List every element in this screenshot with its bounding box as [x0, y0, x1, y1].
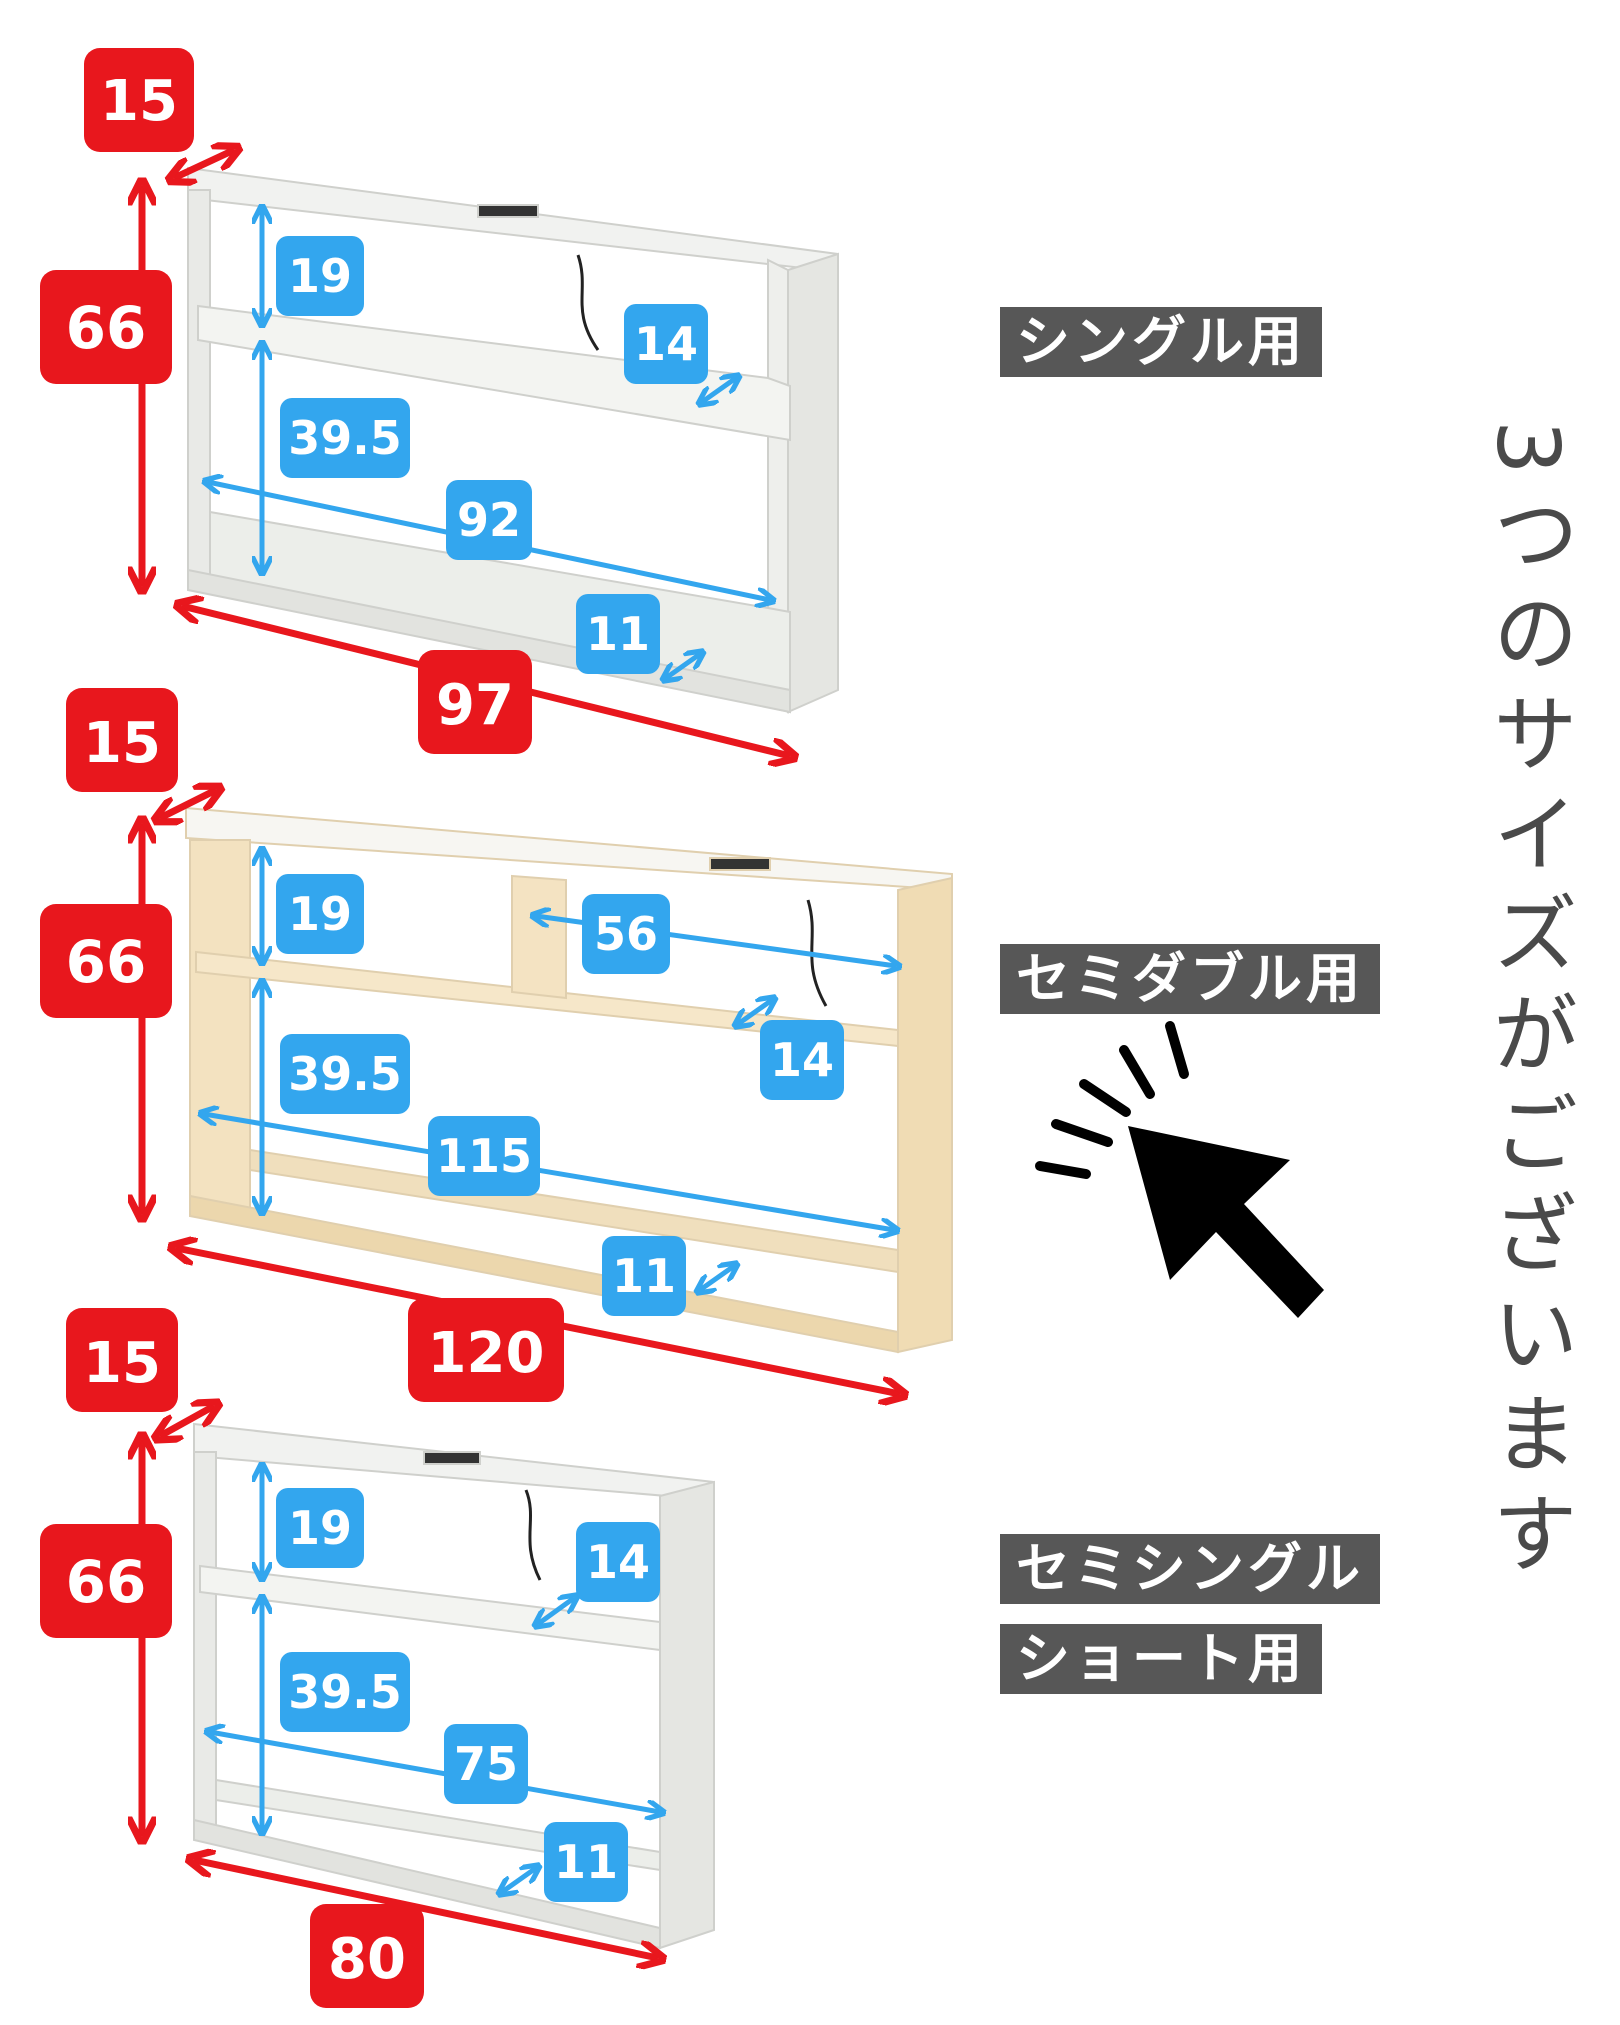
shelf-semi-single-short-frame	[193, 1422, 715, 1950]
shelf-semi-double-base-depth-arrow	[700, 1266, 734, 1290]
size-label-single: シングル用	[1000, 307, 1322, 377]
size-label-semi-double: セミダブル用	[1000, 944, 1380, 1014]
shelf-single: 15 66 97 19 14 39.5 92 11	[40, 48, 839, 756]
shelf-semi-double-height-value: 66	[66, 928, 147, 996]
shelf-single-depth-arrow	[174, 150, 234, 178]
shelf-semi-double-lower-gap-value: 39.5	[288, 1047, 402, 1101]
shelf-semi-single-short-shelf-depth-arrow	[538, 1598, 574, 1624]
shelf-semi-single-short-lower-gap-value: 39.5	[288, 1665, 402, 1719]
cursor-click-icon	[1035, 1021, 1324, 1318]
shelf-semi-double-shelf-depth-value: 14	[770, 1033, 834, 1087]
shelf-semi-single-short-width-value: 80	[328, 1927, 406, 1992]
shelf-single-base-depth-arrow	[666, 654, 700, 678]
shelf-semi-single-short-depth-arrow	[160, 1406, 214, 1436]
shelf-semi-double-width-value: 120	[428, 1321, 545, 1386]
shelf-semi-double-inner-width-arrow	[204, 1114, 894, 1230]
shelf-single-width-value: 97	[436, 673, 514, 738]
size-label-single-text: シングル用	[1016, 310, 1306, 373]
shelf-semi-double-base-depth-value: 11	[612, 1249, 676, 1303]
shelf-semi-double-divider-width-value: 56	[594, 907, 658, 961]
shelf-semi-single-short-height-value: 66	[66, 1548, 147, 1616]
shelf-semi-single-short-inner-width-value: 75	[454, 1737, 518, 1791]
shelf-single-inner-width-value: 92	[457, 493, 521, 547]
shelf-semi-double-depth-value: 15	[83, 711, 161, 776]
shelf-single-base-depth-value: 11	[586, 607, 650, 661]
shelf-single-depth-value: 15	[100, 69, 178, 134]
shelf-semi-double: 15 66 120 19 56 14 39.5 115 11	[40, 688, 953, 1402]
shelf-single-shelf-depth-value: 14	[634, 317, 698, 371]
shelf-single-shelf-depth-arrow	[702, 378, 736, 402]
shelf-single-upper-gap-value: 19	[288, 249, 352, 303]
size-label-semi-single-short-line1: セミシングル	[1000, 1534, 1380, 1604]
vertical-headline: 3つのサイズがございます	[1477, 420, 1577, 1589]
shelf-semi-single-short-shelf-depth-value: 14	[586, 1535, 650, 1589]
shelf-semi-single-short-depth-value: 15	[83, 1331, 161, 1396]
shelf-semi-double-upper-gap-value: 19	[288, 887, 352, 941]
shelf-semi-single-short-upper-gap-value: 19	[288, 1501, 352, 1555]
shelf-semi-single-short-width-arrow	[194, 1860, 658, 1958]
size-label-semi-single-short-text-1: セミシングル	[1016, 1537, 1364, 1600]
shelf-single-lower-gap-value: 39.5	[288, 411, 402, 465]
shelf-single-height-value: 66	[66, 294, 147, 362]
shelf-semi-double-shelf-depth-arrow	[738, 1000, 772, 1024]
shelf-semi-double-depth-arrow	[160, 790, 216, 818]
shelf-semi-single-short-inner-width-arrow	[210, 1732, 660, 1812]
shelf-semi-single-short-base-depth-arrow	[502, 1868, 536, 1892]
shelf-semi-double-inner-width-value: 115	[436, 1129, 532, 1183]
size-label-semi-single-short-text-2: ショート用	[1016, 1627, 1306, 1690]
size-label-semi-single-short-line2: ショート用	[1000, 1624, 1322, 1694]
shelf-semi-single-short-base-depth-value: 11	[554, 1835, 618, 1889]
shelf-semi-single-short: 15 66 80 19 14 39.5 75 11	[40, 1308, 715, 2008]
size-label-semi-double-text: セミダブル用	[1016, 947, 1364, 1010]
